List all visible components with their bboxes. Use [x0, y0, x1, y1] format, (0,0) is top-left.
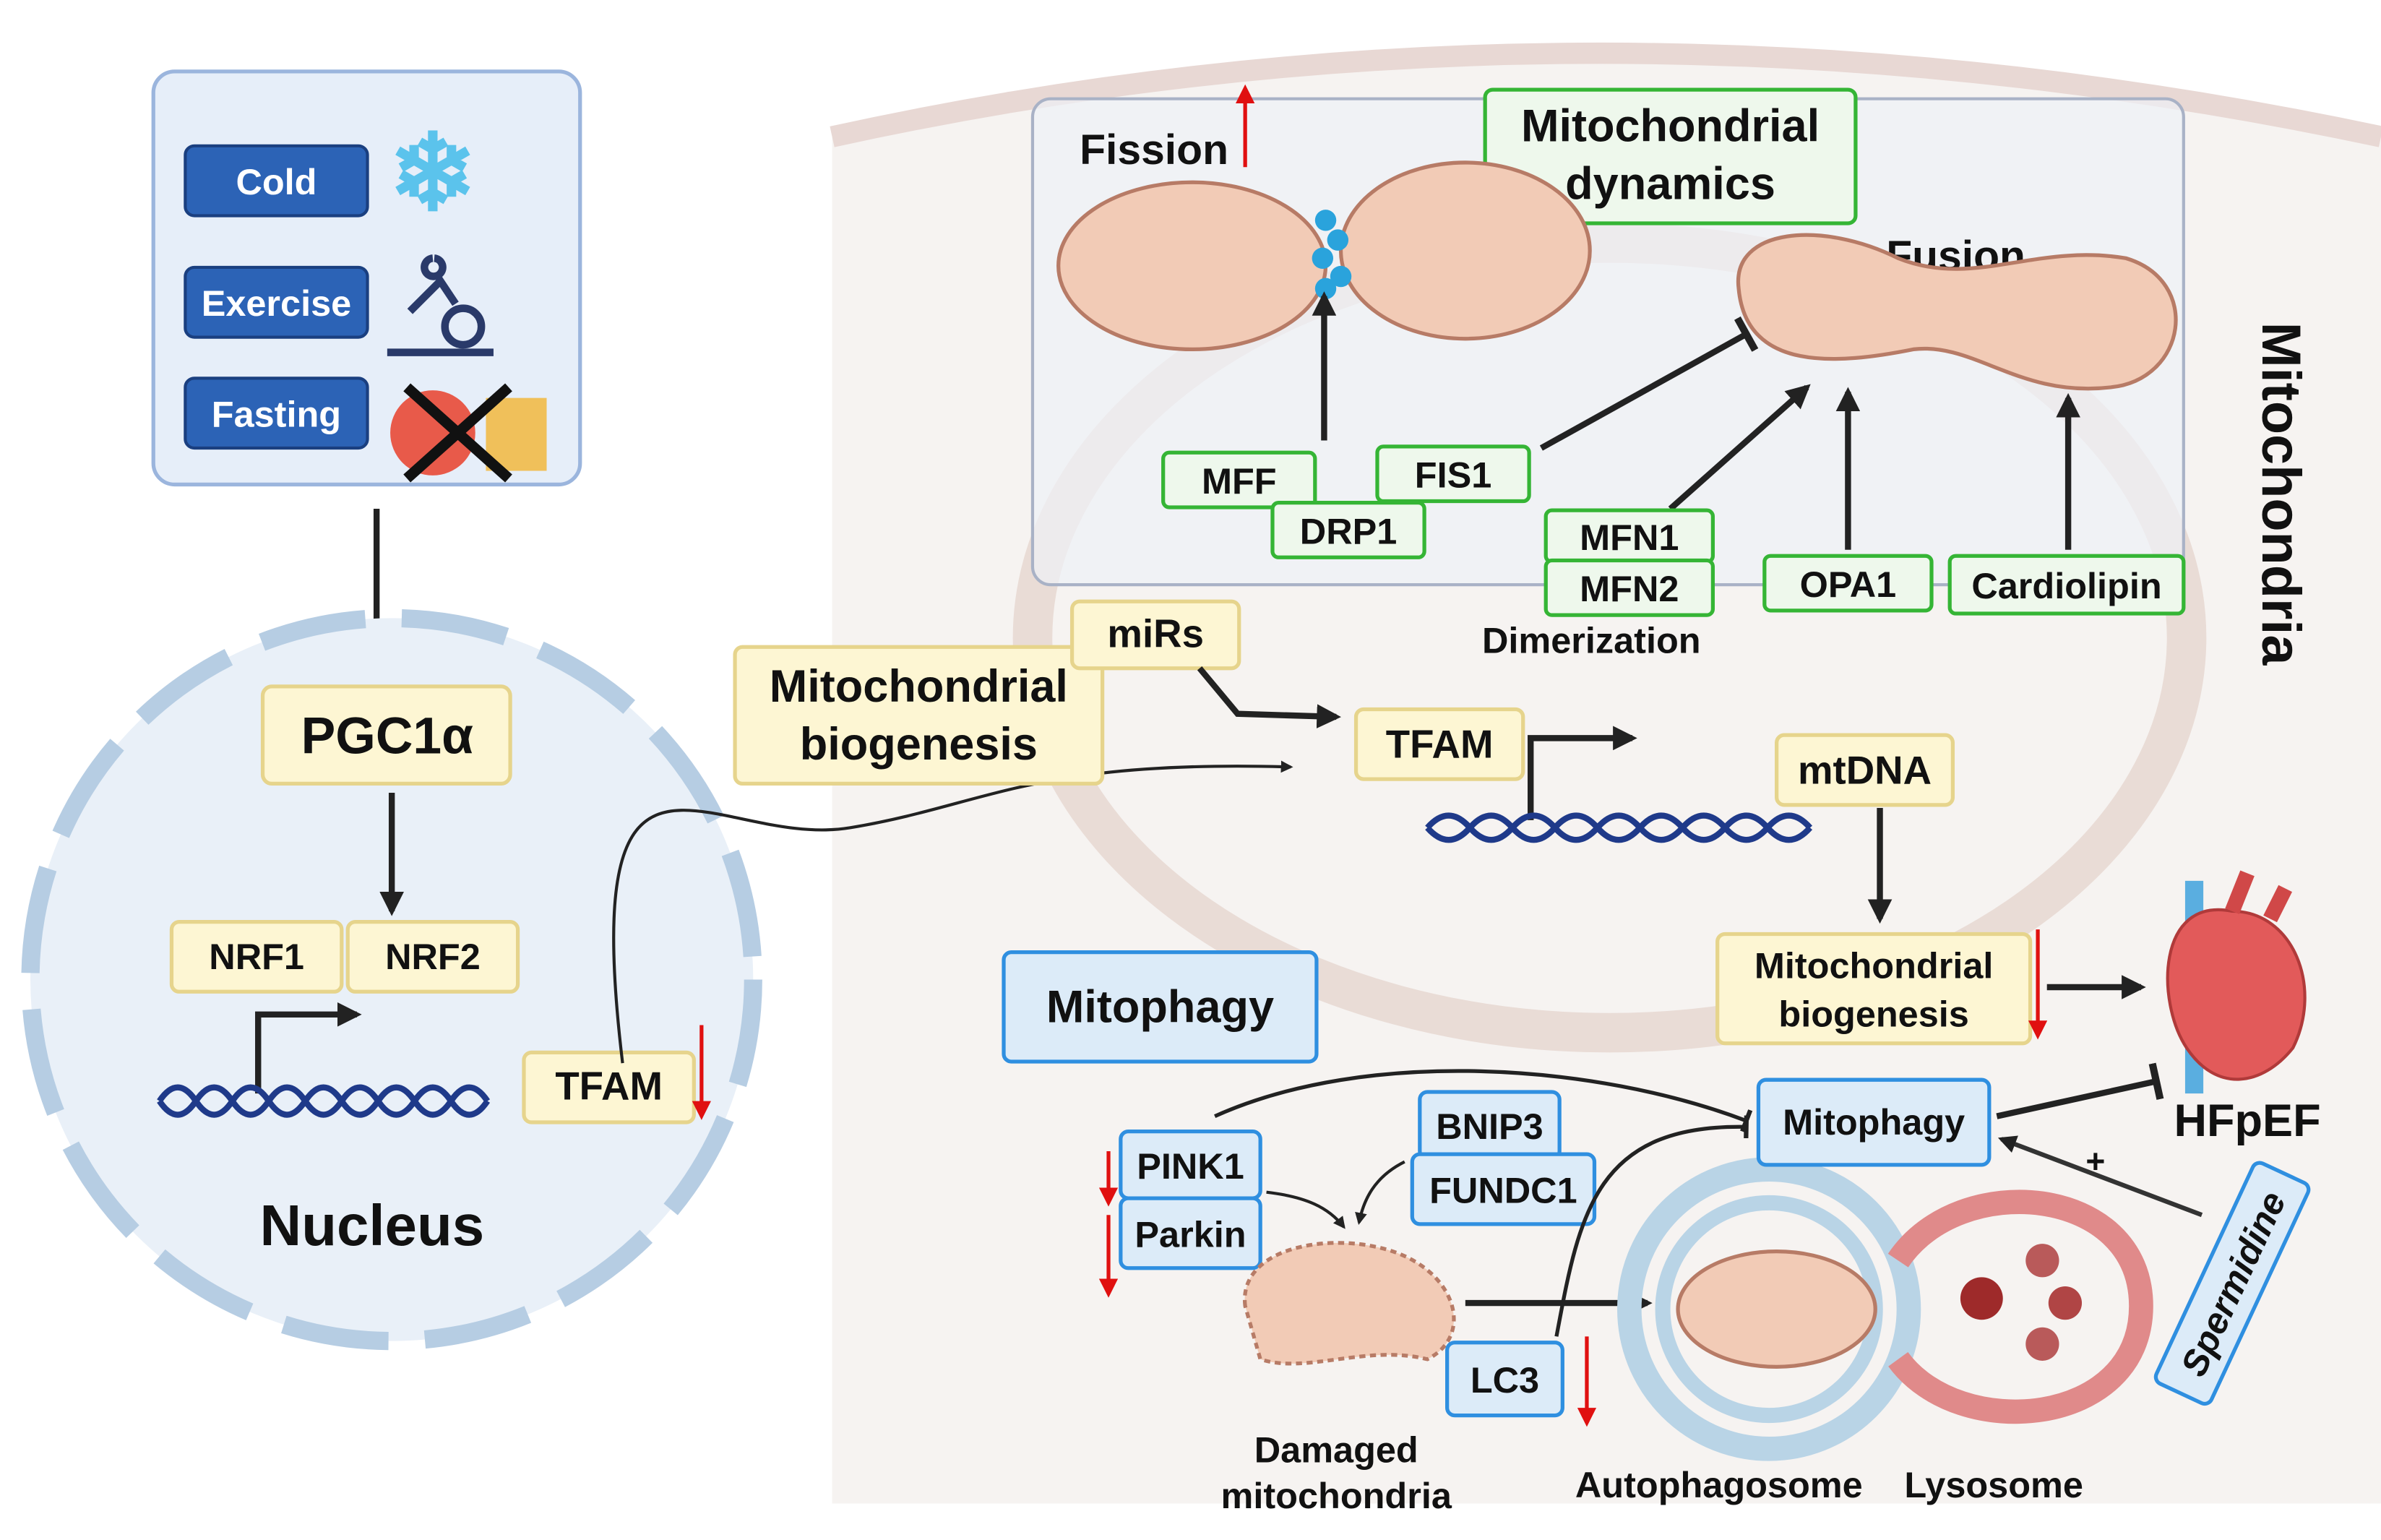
mirs-box [1069, 599, 1241, 671]
fission-mitochondria-icon [1056, 160, 1592, 352]
nrf2-label: NRF2 [385, 936, 481, 977]
biogenesis-title-line1: Mitochondrial [770, 661, 1068, 712]
lc3-box [1445, 1341, 1564, 1418]
nrf1-box [169, 920, 344, 994]
arrow-bnip3-to-damaged [1355, 1160, 1405, 1226]
inhibit-mitophagy-to-hfpef [1996, 1062, 2164, 1119]
dimerization-label: Dimerization [1482, 620, 1701, 661]
fis1-label: FIS1 [1415, 455, 1491, 496]
drp1-label: DRP1 [1300, 510, 1398, 551]
fusion-mitochondrion-icon [1736, 233, 2178, 391]
fasting-label-box [184, 377, 369, 450]
biogenesis-title-box [733, 645, 1105, 786]
snowflake-icon: ❄ [388, 114, 477, 233]
mfn1-label: MFN1 [1580, 517, 1679, 558]
damaged-label-line2: mitochondria [1221, 1475, 1452, 1516]
mito-tfam-label: TFAM [1386, 723, 1494, 767]
drp1-box [1270, 501, 1426, 559]
damaged-mitochondrion-icon [1243, 1241, 1456, 1366]
cardiolipin-label: Cardiolipin [1971, 565, 2161, 606]
fundc1-label: FUNDC1 [1429, 1169, 1577, 1210]
fission-label: Fission [1080, 126, 1228, 173]
transcription-arrow [255, 1002, 362, 1094]
plus-sign: + [2085, 1142, 2105, 1179]
mtdna-transcription-arrow [1528, 726, 1637, 820]
mfn2-label: MFN2 [1580, 568, 1679, 609]
exercise-label: Exercise [202, 283, 351, 324]
inhibit-fis1-to-fusion [1539, 316, 1759, 451]
arrow-spermidine-to-mitophagy [1997, 1135, 2203, 1218]
mitochondria-label: Mitochondria [2250, 322, 2311, 666]
no-food-icon [390, 383, 547, 483]
mitophagy-label: Mitophagy [1783, 1101, 1965, 1143]
lc3-label: LC3 [1471, 1359, 1539, 1401]
damaged-label-line1: Damaged [1254, 1429, 1418, 1471]
pgc1a-box [260, 684, 512, 786]
autophagosome-lysosome-icon [1616, 1157, 2153, 1461]
autophagosome-label: Autophagosome [1575, 1464, 1863, 1505]
cardiolipin-box [1947, 554, 2186, 616]
nuclear-tfam-label: TFAM [555, 1064, 663, 1109]
exercise-label-box [184, 265, 369, 339]
nuclear-tfam-box [522, 1050, 696, 1124]
dynamics-title-line2: dynamics [1565, 158, 1775, 209]
lysosome-label: Lysosome [1904, 1464, 2083, 1505]
exercise-bike-icon [387, 254, 494, 356]
inhibit-pink1-to-mitophagy [1214, 1069, 1753, 1132]
mito-tfam-box [1353, 707, 1525, 781]
mitophagy-title: Mitophagy [1046, 981, 1274, 1032]
fasting-label: Fasting [212, 394, 341, 435]
bnip3-label: BNIP3 [1436, 1106, 1543, 1147]
dynamics-title-box [1483, 87, 1858, 225]
arrow-mfn-to-fusion [1668, 384, 1811, 512]
opa1-box [1762, 554, 1934, 613]
heart-icon [2166, 870, 2307, 1094]
mtdna-box [1775, 733, 1955, 807]
pink1-label: PINK1 [1137, 1145, 1244, 1187]
parkin-label: Parkin [1134, 1213, 1246, 1255]
arrow-mirs-to-tfam [1197, 666, 1341, 728]
inhibit-lc3-to-mitophagy [1554, 1115, 1749, 1337]
opa1-label: OPA1 [1800, 564, 1897, 605]
mfn2-box [1543, 558, 1715, 617]
arrow-pink1-to-damaged [1266, 1190, 1345, 1229]
mtdna-label: mtDNA [1798, 748, 1932, 792]
fundc1-box [1410, 1152, 1597, 1226]
biogenesis-result-line2: biogenesis [1778, 994, 1968, 1035]
mtdna-icon [1425, 812, 1813, 843]
mff-label: MFF [1202, 460, 1277, 502]
nrf1-label: NRF1 [209, 936, 304, 977]
mff-box [1161, 450, 1317, 509]
biogenesis-result-box [1715, 932, 2033, 1046]
pgc1a-label: PGC1α [301, 707, 474, 765]
dynamics-title-line1: Mitochondrial [1521, 101, 1820, 152]
parkin-box [1119, 1196, 1262, 1270]
cold-label-box [184, 144, 369, 218]
mitophagy-box [1756, 1077, 1992, 1167]
stimuli-panel: Cold ❄ Exercise Fasting [151, 69, 582, 487]
biogenesis-result-line1: Mitochondrial [1754, 945, 1994, 986]
mirs-label: miRs [1107, 611, 1204, 655]
mitophagy-title-box [1002, 950, 1319, 1064]
nrf2-box [345, 920, 520, 994]
nuclear-dna-icon [157, 1084, 491, 1118]
nucleus-label: Nucleus [260, 1193, 485, 1257]
biogenesis-title-line2: biogenesis [800, 719, 1038, 770]
hfpef-label: HFpEF [2174, 1096, 2321, 1146]
cold-label: Cold [236, 161, 317, 202]
fis1-box [1375, 444, 1531, 504]
